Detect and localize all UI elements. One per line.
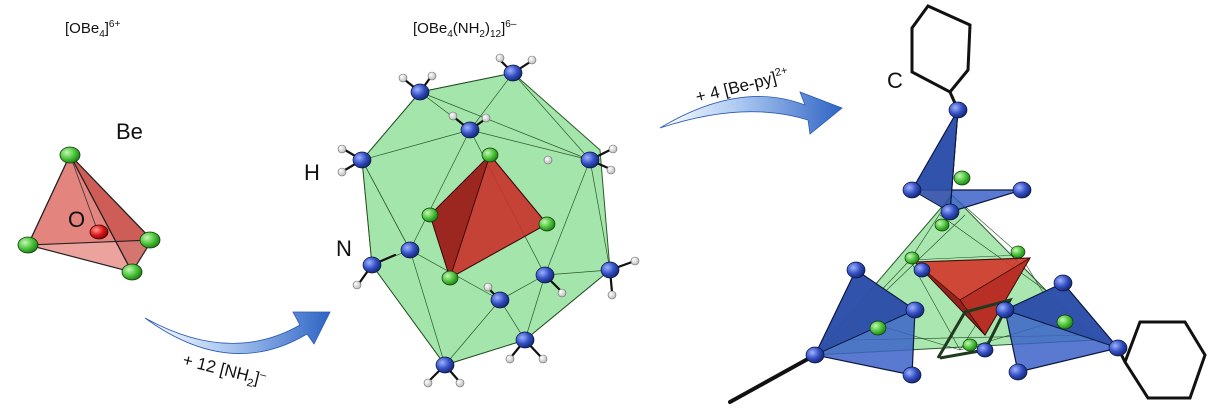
- beryllium-atom: [934, 218, 950, 232]
- nitrogen-atom: [515, 331, 535, 349]
- nitrogen-atom: [490, 291, 510, 309]
- beryllium-atom: [962, 338, 978, 352]
- beryllium-atom: [17, 236, 39, 254]
- formula-part: ]: [104, 20, 109, 37]
- atom-label-o: O: [68, 207, 86, 232]
- beryllium-atom: [421, 207, 439, 223]
- hydrogen-atom: [483, 282, 493, 292]
- atom-label-n: N: [336, 236, 352, 261]
- nitrogen-atom: [503, 64, 523, 82]
- nitrogen-atom: [460, 121, 480, 139]
- atom-label-c: C: [887, 68, 903, 93]
- pyridine-ring-right: [1123, 320, 1207, 400]
- hydrogen-atom: [527, 55, 537, 65]
- formula-part: (NH: [452, 20, 480, 37]
- beryllium-atom: [904, 251, 920, 265]
- nitrogen-atom: [1008, 363, 1028, 381]
- beryllium-atom: [121, 263, 143, 281]
- formula-part: [OBe: [413, 20, 448, 37]
- formula-part: ): [484, 20, 490, 37]
- hydrogen-atom: [337, 144, 347, 154]
- obe4-tetrahedron-right-face: [69, 154, 153, 274]
- beryllium-atom: [139, 231, 161, 249]
- reaction-arrow-2: [659, 91, 843, 135]
- nitrogen-atom: [362, 256, 382, 274]
- nitrogen-atom: [976, 342, 994, 358]
- hydrogen-atom: [608, 144, 618, 154]
- pyridine-ring-top: [910, 4, 972, 94]
- nitrogen-atom: [400, 241, 420, 259]
- hydrogen-atom: [607, 290, 617, 300]
- hydrogen-atom: [352, 280, 362, 290]
- ligand-bond-left: [728, 353, 817, 404]
- nitrogen-atom: [902, 366, 922, 384]
- hydrogen-atom: [505, 354, 515, 364]
- beryllium-atom: [1056, 314, 1074, 330]
- beryllium-atom: [869, 320, 887, 336]
- formula-part: ]: [501, 20, 506, 37]
- nitrogen-atom: [435, 356, 455, 374]
- nitrogen-atom: [940, 203, 960, 221]
- nitrogen-atom: [352, 151, 372, 169]
- atom-label-be: Be: [116, 119, 143, 144]
- hydrogen-atom: [538, 354, 548, 364]
- nitrogen-atom: [1108, 339, 1128, 357]
- hydrogen-atom: [630, 256, 640, 266]
- formula-obe4: [OBe4]6+: [65, 20, 120, 40]
- nitrogen-atom: [948, 101, 968, 119]
- hydrogen-atom: [495, 53, 505, 63]
- beryllium-atom: [538, 216, 556, 232]
- nitrogen-atom: [995, 301, 1015, 319]
- nitrogen-atom: [913, 262, 931, 278]
- nitrogen-atom: [580, 151, 600, 169]
- obe4-nh2-12-structure: [337, 53, 640, 388]
- nitrogen-atom: [600, 261, 620, 279]
- hydrogen-atom: [337, 167, 347, 177]
- hydrogen-atom: [606, 165, 616, 175]
- final-complex-structure: [728, 4, 1207, 404]
- hydrogen-atom: [543, 155, 553, 165]
- hydrogen-atom: [455, 378, 465, 388]
- formula-subscript: 2: [479, 29, 485, 40]
- beryllium-atom: [441, 270, 459, 286]
- nitrogen-atom: [535, 266, 555, 284]
- formula-charge: 6+: [108, 19, 121, 30]
- formula-subscript: 4: [447, 29, 453, 40]
- hydrogen-atom: [423, 378, 433, 388]
- formula-part: [OBe: [65, 20, 100, 37]
- hydrogen-atom: [427, 71, 437, 81]
- formula-obe4-nh2-12: [OBe4(NH2)12]6–: [413, 20, 516, 40]
- hydrogen-atom: [448, 111, 458, 121]
- formula-subscript: 12: [489, 29, 502, 40]
- nitrogen-atom: [410, 83, 430, 101]
- beryllium-atom: [481, 147, 499, 163]
- arrow-label-charge: 2+: [773, 64, 789, 80]
- nitrogen-atom: [846, 261, 866, 279]
- nitrogen-atom: [805, 346, 825, 364]
- atom-label-h: H: [304, 160, 320, 185]
- nitrogen-atom: [1012, 181, 1032, 199]
- hydrogen-atom: [557, 288, 567, 298]
- formula-charge: 6–: [505, 19, 517, 30]
- nitrogen-atom: [905, 301, 925, 319]
- beryllium-atom: [1010, 245, 1026, 259]
- nitrogen-atom: [902, 181, 922, 199]
- reaction-arrow-1: [144, 311, 331, 354]
- formula-subscript: 4: [99, 29, 105, 40]
- oxygen-atom: [89, 224, 109, 240]
- obe4-core-structure: [17, 146, 161, 281]
- beryllium-atom: [953, 170, 971, 186]
- nitrogen-atom: [1053, 274, 1073, 292]
- beryllium-atom: [59, 146, 81, 164]
- hydrogen-atom: [398, 73, 408, 83]
- hydrogen-atom: [481, 113, 491, 123]
